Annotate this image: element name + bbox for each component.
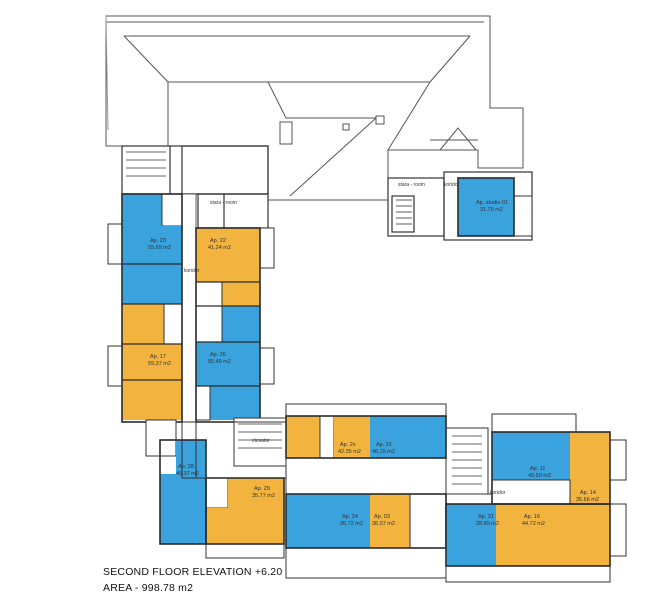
plan-title: SECOND FLOOR ELEVATION +6.20 bbox=[103, 566, 283, 578]
plan-area: AREA - 998.78 m2 bbox=[103, 582, 194, 594]
ap11-area: 49.60 m2 bbox=[528, 473, 551, 479]
upper-core bbox=[121, 145, 533, 241]
ap14-name: Ap. 14 bbox=[580, 490, 596, 496]
ap26-name: Ap. 26 bbox=[210, 352, 226, 358]
ap14-area: 35.66 m2 bbox=[576, 497, 599, 503]
ap28-name: Ap. 28 bbox=[178, 464, 194, 470]
studio-area: 31.75 m2 bbox=[480, 207, 503, 213]
ap23-name: Ap. 23 bbox=[150, 238, 166, 244]
east-wing bbox=[445, 178, 627, 583]
ap21-name: Ap. 21 bbox=[376, 442, 392, 448]
east-corridor-label: koridor bbox=[490, 490, 506, 496]
west-corridor-label: koridor bbox=[184, 268, 200, 274]
ap29-name: Ap. 29 bbox=[254, 486, 270, 492]
ap03-name: Ap. 03 bbox=[374, 514, 390, 520]
ap31-name: Ap. 31 bbox=[478, 514, 494, 520]
ap16-name: Ap. 16 bbox=[524, 514, 540, 520]
ap2x-area: 42.35 m2 bbox=[338, 449, 361, 455]
ap17-name: Ap. 17 bbox=[150, 354, 166, 360]
ap2x-name: Ap. 2x bbox=[340, 442, 356, 448]
ap21-area: 46.15 m2 bbox=[372, 449, 395, 455]
ap31-area: 28.89 m2 bbox=[476, 521, 499, 527]
ap03-area: 36.07 m2 bbox=[372, 521, 395, 527]
ap17-area: 59.37 m2 bbox=[148, 361, 171, 367]
upper-corridor-label: koridor bbox=[444, 182, 460, 188]
ap16-area: 44.72 m2 bbox=[522, 521, 545, 527]
ap24-name: Ap. 24 bbox=[342, 514, 358, 520]
stairs-room-label: stara - room bbox=[210, 200, 237, 206]
south-wing bbox=[285, 403, 489, 579]
upper-stairs-label: stara - room bbox=[398, 182, 425, 188]
elevator-label: elevator bbox=[252, 438, 270, 444]
ap29-area: 35.77 m2 bbox=[252, 493, 275, 499]
ap26-area: 55.45 m2 bbox=[208, 359, 231, 365]
west-wing bbox=[107, 193, 275, 423]
ap24-area: 35.72 m2 bbox=[340, 521, 363, 527]
ap28-area: 45.37 m2 bbox=[176, 471, 199, 477]
southwest-block bbox=[145, 417, 287, 559]
ap11-name: Ap. 11 bbox=[530, 466, 546, 472]
ap23-area: 55.69 m2 bbox=[148, 245, 171, 251]
ap22-name: Ap. 22 bbox=[210, 238, 226, 244]
ap22-area: 41.24 m2 bbox=[208, 245, 231, 251]
studio-name: Ap. studio 01 bbox=[476, 200, 508, 206]
